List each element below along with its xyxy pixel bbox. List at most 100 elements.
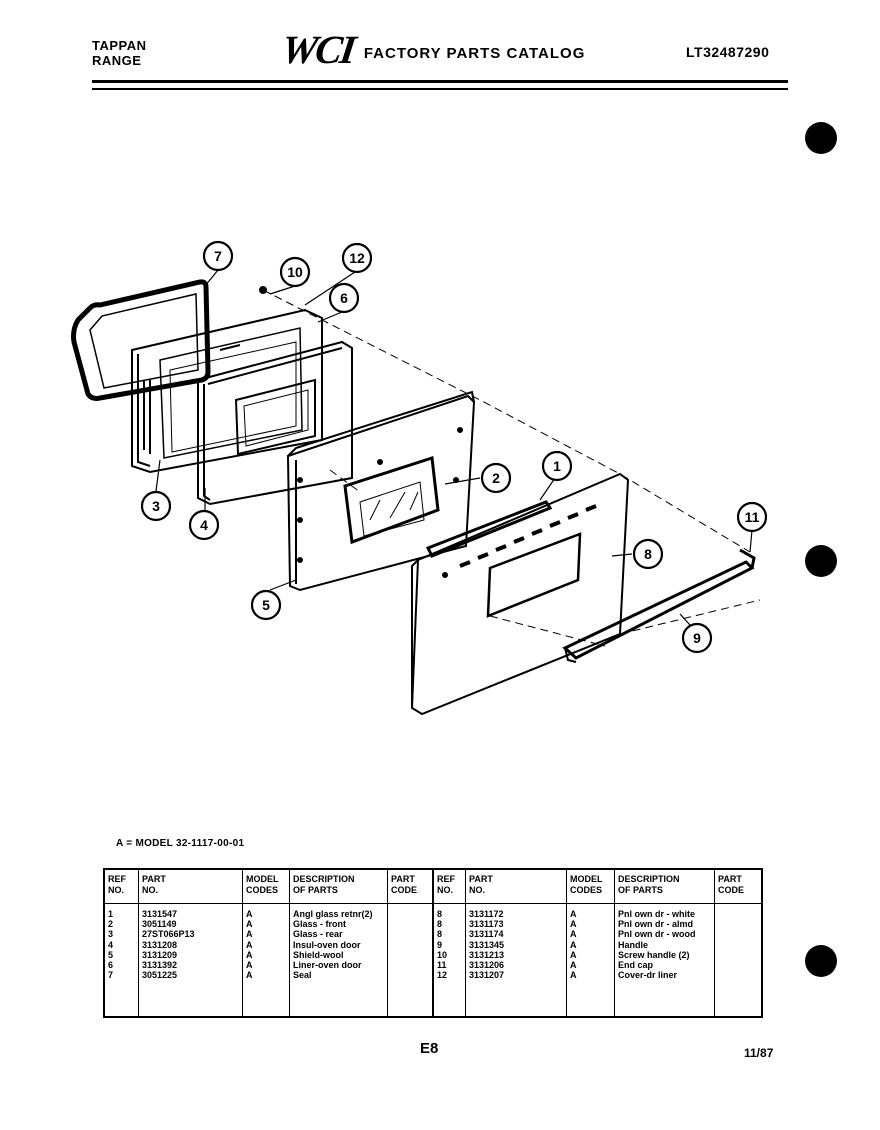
model-cell: A [246,919,253,930]
col-model-right: MODEL CODES A A A A A A A [567,870,615,1016]
insulation-oven-door-part [197,340,353,506]
col-part-left: PART NO. 3131547 3051149 27ST066P13 3131… [139,870,243,1016]
part-cell: 3131547 [142,909,178,919]
part-cell: 3131345 [469,939,505,950]
part-cell: 3051149 [142,919,177,930]
header-desc: DESCRIPTION OF PARTS [615,870,714,904]
ref-cell: 2 [108,919,114,930]
ref-cell: 4 [108,939,114,950]
desc-cell: Cover-dr liner [618,970,678,981]
ref-cell: 3 [108,929,114,940]
col-body: Pnl own dr - white Pnl own dr - almd Pnl… [615,904,714,980]
logo-mark: WCI [278,27,358,72]
glass-front-part [343,456,440,545]
col-body: 3131547 3051149 27ST066P13 3131208 31312… [139,904,242,980]
ref-cell: 8 [437,909,443,919]
header-part: PART NO. [466,870,566,904]
outer-door-panel-part [410,472,630,716]
col-part-right: PART NO. 3131172 3131173 3131174 3131345… [466,870,567,1016]
part-cell: 3051225 [142,970,178,981]
part-cell: 3131208 [142,939,178,950]
col-body: 1 2 3 4 5 6 7 [105,904,138,980]
col-body [388,904,432,909]
ref-cell: 11 [437,960,447,971]
col-code-right: PART CODE [715,870,761,1016]
model-cell: A [246,970,253,981]
part-cell: 3131213 [469,949,505,960]
desc-cell: Shield-wool [293,949,344,960]
exploded-door-diagram [71,279,761,716]
col-ref-left: REF NO. 1 2 3 4 5 6 7 [105,870,139,1016]
binder-hole-icon [805,545,837,577]
header-code: PART CODE [715,870,761,904]
model-cell: A [246,960,253,971]
catalog-code: LT32487290 [686,44,770,60]
ref-cell: 7 [108,970,114,981]
brand-line-2: RANGE [92,53,142,68]
header-model: MODEL CODES [243,870,289,904]
header-ref: REF NO. [434,870,465,904]
page-number: E8 [420,1040,439,1057]
part-cell: 3131173 [469,919,504,930]
desc-cell: Glass - front [293,919,347,930]
header-part: PART NO. [139,870,242,904]
col-body: A A A A A A A [243,904,289,980]
part-cell: 3131207 [469,970,505,981]
desc-cell: Pnl own dr - white [618,909,695,919]
model-cell: A [570,919,577,930]
col-body: 8 8 8 9 10 11 12 [434,904,465,980]
angle-glass-retainer-part [425,500,553,558]
binder-hole-icon [805,122,837,154]
liner-oven-door-part [131,308,323,474]
col-body: Angl glass retnr(2) Glass - front Glass … [290,904,387,980]
col-body [715,904,761,909]
col-desc-right: DESCRIPTION OF PARTS Pnl own dr - white … [615,870,715,1016]
desc-cell: Insul-oven door [293,939,361,950]
header-code: PART CODE [388,870,432,904]
col-model-left: MODEL CODES A A A A A A A [243,870,290,1016]
part-cell: 3131392 [142,960,178,971]
header-ref: REF NO. [105,870,138,904]
model-cell: A [570,949,577,960]
part-cell: 3131206 [469,960,505,971]
seal-gasket-part [71,279,211,401]
model-cell: A [246,929,253,940]
col-code-left: PART CODE [388,870,434,1016]
model-cell: A [570,929,577,940]
ref-cell: 8 [437,929,443,940]
model-cell: A [246,949,253,960]
catalog-date: 11/87 [744,1046,774,1060]
catalog-title: FACTORY PARTS CATALOG [363,44,586,62]
desc-cell: Liner-oven door [293,960,362,971]
binder-hole-icon [805,945,837,977]
desc-cell: End cap [618,960,654,971]
wci-logo: WCI FACTORY PARTS CATALOG [278,27,586,72]
header-rule-secondary [92,88,788,90]
ref-cell: 9 [437,939,443,950]
header-model: MODEL CODES [567,870,614,904]
part-cell: 3131172 [469,909,504,919]
ref-cell: 10 [437,949,448,960]
desc-cell: Angl glass retnr(2) [293,909,373,919]
col-ref-right: REF NO. 8 8 8 9 10 11 12 [434,870,466,1016]
header-desc: DESCRIPTION OF PARTS [290,870,387,904]
col-body: A A A A A A A [567,904,614,980]
handle-part [562,548,756,663]
part-cell: 3131174 [469,929,504,940]
model-cell: A [246,909,253,919]
desc-cell: Screw handle (2) [618,949,690,960]
desc-cell: Seal [293,970,312,981]
parts-table: REF NO. 1 2 3 4 5 6 7 PART NO. 3131547 3… [103,868,763,1018]
model-cell: A [570,909,577,919]
ref-cell: 1 [108,909,114,919]
desc-cell: Pnl own dr - almd [618,919,694,930]
ref-cell: 8 [437,919,443,930]
model-cell: A [570,970,577,981]
model-cell: A [570,960,577,971]
model-note: A = MODEL 32-1117-00-01 [116,838,245,849]
col-desc-left: DESCRIPTION OF PARTS Angl glass retnr(2)… [290,870,388,1016]
model-cell: A [570,939,577,950]
part-cell: 3131209 [142,949,178,960]
col-body: 3131172 3131173 3131174 3131345 3131213 … [466,904,566,980]
ref-cell: 12 [437,970,448,981]
